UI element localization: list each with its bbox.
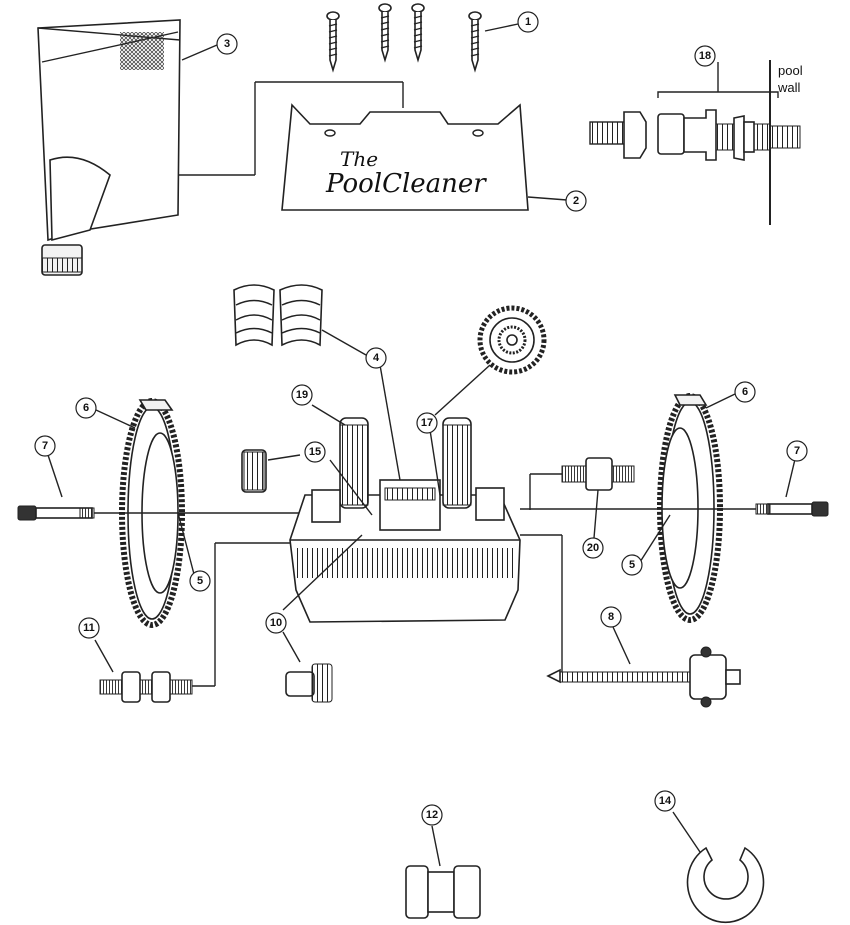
callout-10: 10: [265, 612, 287, 634]
svg-text:20: 20: [587, 542, 599, 554]
svg-text:7: 7: [42, 440, 48, 452]
svg-text:5: 5: [629, 559, 635, 571]
svg-text:14: 14: [659, 795, 672, 807]
callout-1: 1: [517, 11, 539, 33]
callout-19: 19: [291, 384, 313, 406]
callout-11: 11: [78, 617, 100, 639]
wall-fitting-assembly: pool wall: [589, 60, 803, 225]
callout-5-right: 5: [621, 554, 643, 576]
bushing-20: [529, 457, 635, 539]
svg-text:19: 19: [296, 389, 308, 401]
callout-7-left: 7: [34, 435, 56, 457]
callout-8: 8: [600, 606, 622, 628]
brand-line2: PoolCleaner: [325, 169, 487, 199]
callout-7-right: 7: [786, 440, 808, 462]
callout-20: 20: [582, 537, 604, 559]
callout-2: 2: [565, 190, 587, 212]
wall-label-line2: wall: [777, 80, 801, 95]
callout-12: 12: [421, 804, 443, 826]
drive-gear: [434, 305, 547, 416]
callout-3: 3: [216, 33, 238, 55]
svg-text:15: 15: [309, 446, 321, 458]
axle-pin-left: [17, 454, 300, 521]
long-axle: [520, 534, 741, 708]
svg-text:8: 8: [608, 611, 614, 623]
svg-text:2: 2: [573, 195, 579, 207]
callout-6-left: 6: [75, 397, 97, 419]
c-clip: [672, 811, 765, 924]
hose-coupler: [405, 825, 481, 919]
track-clips: [233, 284, 401, 481]
callout-14: 14: [654, 790, 676, 812]
top-cover: The PoolCleaner: [281, 103, 568, 211]
callout-15: 15: [304, 441, 326, 463]
callout-18: 18: [694, 45, 716, 67]
idler-shaft: [94, 542, 290, 703]
svg-text:10: 10: [270, 617, 282, 629]
svg-text:11: 11: [83, 622, 95, 634]
axle-pin-right: [520, 454, 829, 517]
filter-bag: [37, 19, 404, 276]
svg-text:18: 18: [699, 50, 711, 62]
callout-6-right: 6: [734, 381, 756, 403]
svg-text:6: 6: [83, 402, 89, 414]
svg-text:17: 17: [421, 417, 433, 429]
wall-label-line1: pool: [778, 63, 803, 78]
svg-text:5: 5: [197, 575, 203, 587]
svg-text:1: 1: [525, 16, 531, 28]
right-wheel: [639, 393, 736, 623]
svg-text:7: 7: [794, 445, 800, 457]
svg-text:3: 3: [224, 38, 230, 50]
screws: [326, 3, 519, 73]
svg-text:12: 12: [426, 809, 438, 821]
small-gear: [241, 449, 373, 516]
cleaner-body: [289, 404, 521, 623]
svg-text:4: 4: [373, 352, 380, 364]
callout-4: 4: [365, 347, 387, 369]
brand-line1: The: [340, 147, 378, 171]
gear-bushing-10: [282, 534, 363, 703]
callout-17: 17: [416, 412, 438, 434]
callout-5-left: 5: [189, 570, 211, 592]
svg-text:6: 6: [742, 386, 748, 398]
